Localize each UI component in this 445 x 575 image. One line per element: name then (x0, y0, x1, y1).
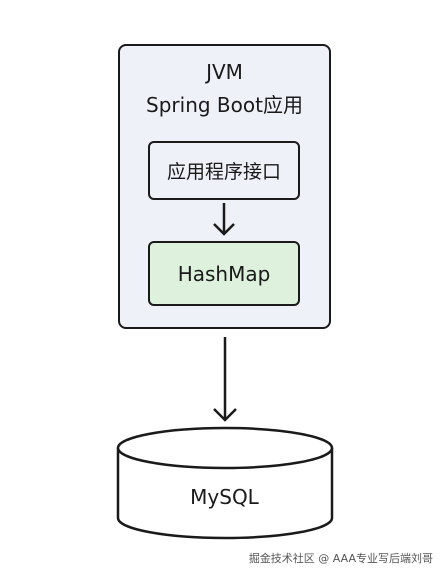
hashmap-node: HashMap (148, 241, 300, 306)
arrow-jvm-to-mysql (213, 337, 237, 422)
api-node: 应用程序接口 (148, 141, 300, 200)
arrow-api-to-hashmap (213, 203, 235, 236)
mysql-database-cylinder (116, 426, 334, 540)
jvm-title: JVM (206, 60, 243, 84)
hashmap-node-label: HashMap (177, 261, 271, 286)
jvm-subtitle: Spring Boot应用 (146, 93, 303, 117)
mysql-label: MySQL (190, 485, 259, 509)
api-node-label: 应用程序接口 (166, 161, 281, 183)
watermark-text: 掘金技术社区 @ AAA专业写后端刘哥 (248, 552, 433, 565)
